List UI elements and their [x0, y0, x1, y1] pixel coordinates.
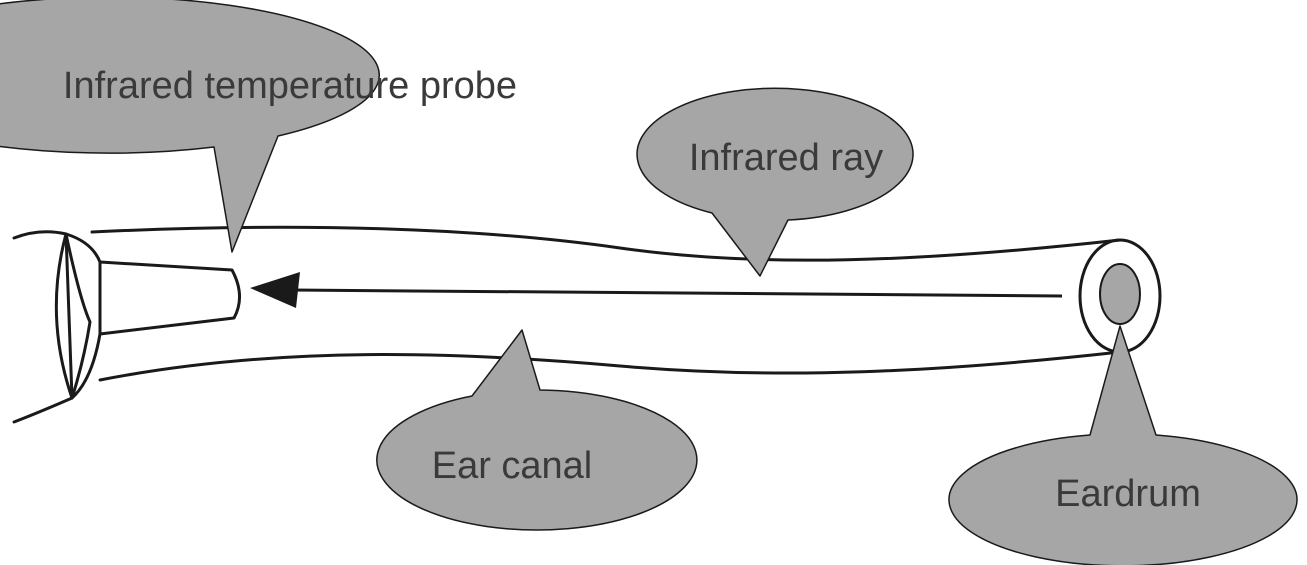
infrared-ray-line: [291, 288, 1063, 298]
probe-label: Infrared temperature probe: [63, 65, 517, 107]
probe-tip: [98, 260, 241, 336]
thermometer-body: [12, 230, 74, 424]
ear-canal-upper-wall: [90, 225, 1122, 262]
eardrum-callout-bubble: [948, 325, 1298, 565]
ray-callout-bubble: [636, 87, 914, 277]
eardrum-shape: [1099, 263, 1141, 325]
probe-callout-bubble: [0, 0, 380, 253]
ear-canal-lower-wall: [98, 350, 1122, 382]
probe-flange-outer: [54, 232, 74, 400]
ray-label: Infrared ray: [689, 137, 883, 179]
infrared-ray-arrowhead: [250, 272, 300, 308]
canal-label: Ear canal: [432, 445, 593, 487]
canal-callout-bubble: [376, 329, 698, 531]
eardrum-label: Eardrum: [1055, 473, 1201, 515]
probe-flange-inner: [64, 232, 92, 400]
